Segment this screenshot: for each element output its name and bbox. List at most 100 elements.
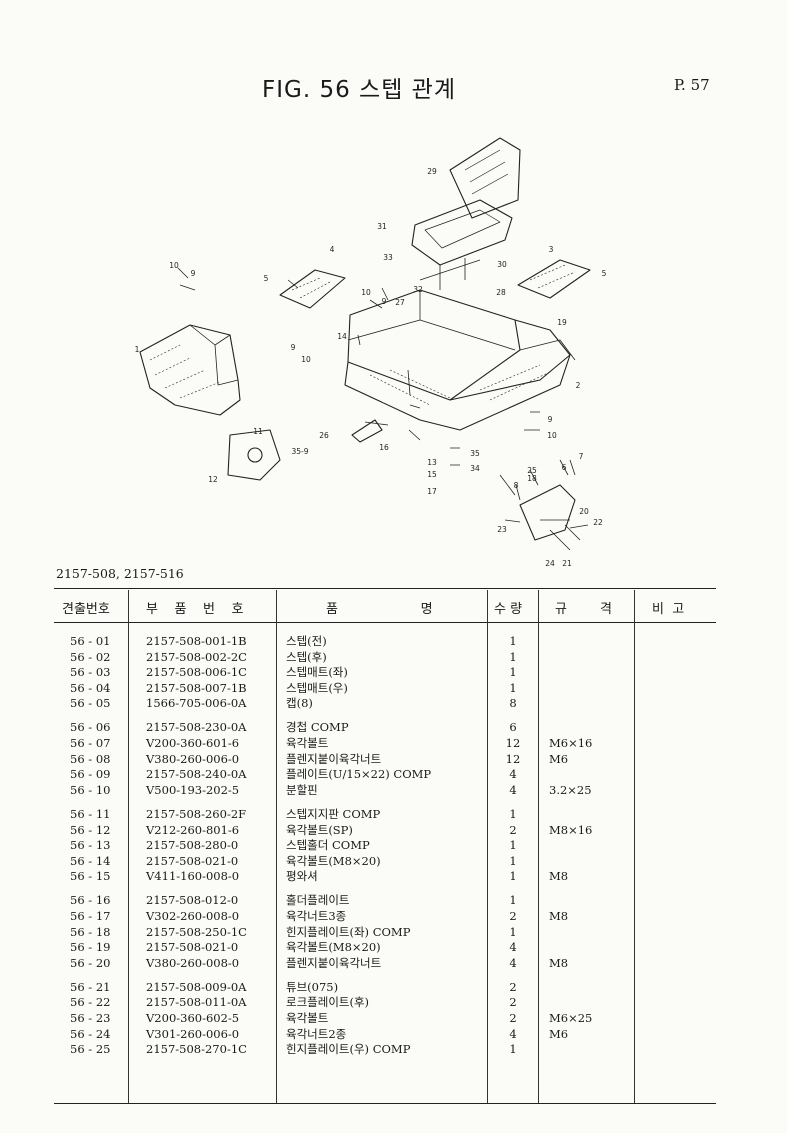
spec-cell: M8 — [549, 955, 569, 970]
header-part-name: 품 명 — [326, 602, 433, 617]
ref-no-cell: 56 - 02 — [70, 649, 111, 664]
quantity-cell: 2 — [509, 995, 517, 1010]
callout-28: 28 — [496, 288, 506, 297]
quantity-cell: 1 — [509, 634, 517, 648]
quantity-cell: 2 — [509, 979, 517, 994]
callout-25: 25 — [527, 466, 537, 475]
part-name-cell: 플렌지붙이육각너트 — [286, 751, 382, 766]
part-number-cell: V500-193-202-5 — [146, 782, 240, 797]
callout-9-b: 9 — [382, 297, 387, 306]
callout-4: 4 — [330, 245, 335, 254]
part-number-cell: 2157-508-230-0A — [146, 720, 247, 735]
step-support — [227, 429, 281, 481]
part-name-cell: 홀더플레이트 — [286, 893, 350, 908]
spec-cell: M8 — [549, 869, 569, 884]
part-number-cell: V200-360-601-6 — [146, 736, 240, 751]
callout-9-a: 9 — [191, 269, 196, 278]
quantity-cell: 1 — [509, 893, 517, 908]
ref-no-cell: 56 - 13 — [70, 838, 111, 853]
part-number-cell: 2157-508-250-1C — [146, 924, 247, 939]
ref-no-cell: 56 - 11 — [70, 806, 111, 821]
quantity-cell: 12 — [505, 751, 521, 766]
ref-no-cell: 56 - 21 — [70, 979, 111, 994]
quantity-cell: 1 — [509, 869, 517, 884]
table-top-rule — [54, 588, 716, 589]
header-spec: 규 격 — [555, 602, 612, 617]
header-ref-no: 견출번호 — [62, 602, 110, 617]
callout-15: 15 — [427, 470, 437, 479]
spec-cell: M8 — [549, 909, 569, 923]
ref-no-cell: 56 - 04 — [70, 680, 111, 695]
part-number-cell: 2157-508-270-1C — [146, 1042, 247, 1057]
ref-no-cell: 56 - 18 — [70, 924, 111, 939]
callout-35: 35 — [470, 449, 480, 458]
step-mat-left — [279, 269, 346, 309]
callout-35-9: 35-9 — [291, 447, 308, 456]
header-qty: 수 량 — [494, 602, 523, 617]
quantity-cell: 1 — [509, 1042, 517, 1057]
callout-5-right: 5 — [602, 269, 607, 278]
callout-11: 11 — [253, 427, 263, 436]
spec-cell: M8×16 — [549, 822, 593, 837]
ref-no-cell: 56 - 14 — [70, 853, 111, 868]
col-divider — [128, 590, 129, 1103]
part-number-cell: 2157-508-009-0A — [146, 979, 247, 994]
part-number-cell: 2157-508-001-1B — [146, 634, 247, 648]
part-name-cell: 육각볼트 — [286, 736, 329, 751]
part-name-cell: 육각볼트 — [286, 1011, 329, 1026]
callout-30: 30 — [497, 260, 507, 269]
part-number-cell: V301-260-006-0 — [146, 1026, 240, 1041]
callout-5-left: 5 — [264, 274, 269, 283]
callout-20: 20 — [579, 507, 589, 516]
quantity-cell: 2 — [509, 909, 517, 923]
part-name-cell: 튜브(075) — [286, 979, 339, 994]
part-name-cell: 플렌지붙이육각너트 — [286, 955, 382, 970]
callout-16: 16 — [379, 443, 389, 452]
callout-12: 12 — [208, 475, 218, 484]
ref-no-cell: 56 - 10 — [70, 782, 111, 797]
seat-cushion-outline — [411, 199, 513, 266]
exploded-parts-diagram: 29 31 33 30 4 3 5 5 10 9 32 28 27 9 10 1… — [135, 137, 607, 568]
part-name-cell: 스텝매트(우) — [286, 680, 348, 695]
callout-8: 8 — [514, 481, 519, 490]
callout-7: 7 — [579, 452, 584, 461]
spec-cell: 3.2×25 — [549, 782, 592, 797]
callout-10-c: 10 — [301, 355, 311, 364]
spec-cell: M6 — [549, 751, 569, 766]
quantity-cell: 4 — [509, 782, 517, 797]
callout-10-b: 10 — [361, 288, 371, 297]
callout-1: 1 — [135, 345, 140, 354]
quantity-cell: 12 — [505, 736, 521, 751]
part-name-cell: 스텝(전) — [286, 634, 327, 648]
ref-no-cell: 56 - 19 — [70, 940, 111, 955]
callout-17: 17 — [427, 487, 437, 496]
part-name-cell: 스텝홀더 COMP — [286, 838, 370, 853]
part-name-cell: 경첩 COMP — [286, 720, 349, 735]
part-number-cell: 2157-508-260-2F — [146, 806, 247, 821]
callout-3: 3 — [549, 245, 554, 254]
ref-no-cell: 56 - 15 — [70, 869, 111, 884]
ref-no-cell: 56 - 16 — [70, 893, 111, 908]
quantity-cell: 1 — [509, 924, 517, 939]
part-name-cell: 육각볼트(M8×20) — [286, 940, 381, 955]
callout-2: 2 — [576, 381, 581, 390]
header-remarks: 비 고 — [652, 602, 685, 617]
callout-13: 13 — [427, 458, 437, 467]
callout-32: 32 — [413, 285, 423, 294]
callout-26: 26 — [319, 431, 329, 440]
callout-6: 6 — [562, 463, 567, 472]
hinge-plate-assembly — [519, 484, 576, 541]
ref-no-cell: 56 - 12 — [70, 822, 111, 837]
part-number-cell: 2157-508-021-0 — [146, 853, 239, 868]
quantity-cell: 4 — [509, 955, 517, 970]
ref-no-cell: 56 - 25 — [70, 1042, 111, 1057]
